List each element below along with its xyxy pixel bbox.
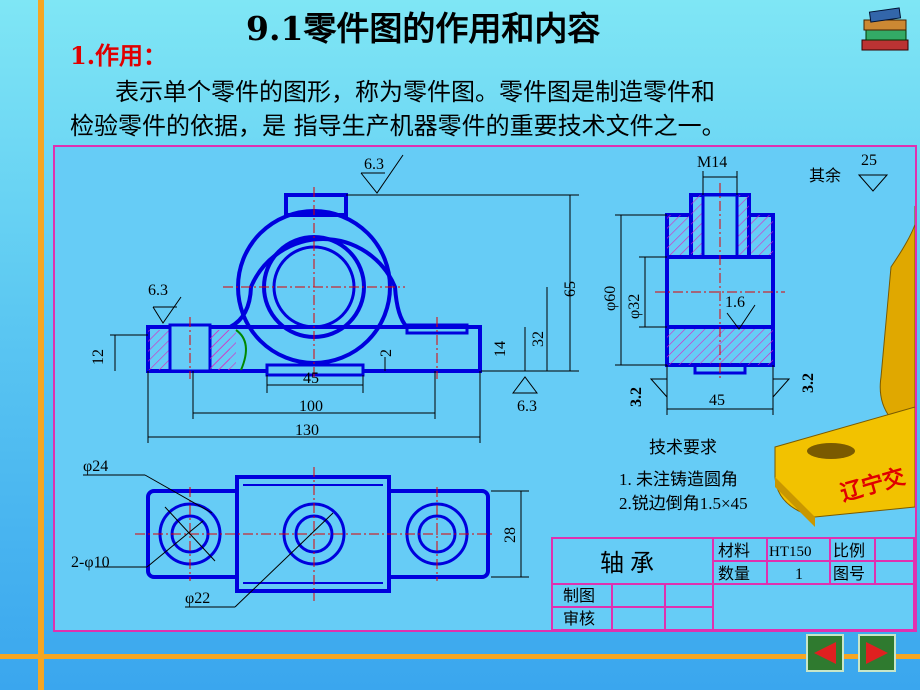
roughness-side-right-value: 3.2 (800, 373, 817, 393)
roughness-symbol-bottom (512, 376, 538, 394)
roughness-top-value: 6.3 (364, 156, 384, 173)
section-heading: 1.作用： (70, 41, 168, 70)
dim-phi32: φ32 (626, 294, 643, 319)
checked-by-label: 审核 (563, 610, 595, 628)
dim-phi22: φ22 (185, 590, 210, 607)
dim-45-side: 45 (709, 392, 725, 409)
roughness-symbol-others (857, 174, 889, 192)
dim-phi24: φ24 (83, 458, 108, 475)
prev-slide-button[interactable] (806, 634, 844, 672)
dim-100: 100 (299, 398, 323, 415)
roughness-others-value: 25 (861, 152, 877, 169)
roughness-side-left-value: 3.2 (628, 387, 645, 407)
qty-label: 数量 (718, 565, 750, 583)
dim-65: 65 (562, 281, 579, 297)
next-slide-button[interactable] (858, 634, 896, 672)
dim-phi60: φ60 (602, 286, 619, 311)
qty-value: 1 (795, 566, 803, 583)
dim-32: 32 (530, 331, 547, 347)
roughness-bore-value: 1.6 (725, 294, 745, 311)
front-view (146, 187, 482, 379)
roughness-left-value: 6.3 (148, 282, 168, 299)
part-name: 轴 承 (600, 550, 654, 577)
roughness-others-label: 其余 (809, 166, 841, 185)
engineering-drawing: 65 32 14 12 2 45 100 130 6.3 6.3 6.3 (71, 152, 918, 631)
dim-130: 130 (295, 422, 319, 439)
drawn-by-label: 制图 (563, 587, 595, 605)
tech-note-1: 1. 未注铸造圆角 (619, 470, 738, 489)
books-icon (861, 7, 909, 51)
front-dimensions (110, 194, 579, 443)
paragraph-line-2: 检验零件的依据，是 指导生产机器零件的重要技术文件之一。 (70, 112, 726, 140)
dim-holes: 2-φ10 (71, 554, 110, 571)
bearing-3d-model (774, 205, 918, 527)
left-arrow-icon (814, 642, 836, 664)
roughness-bottom-value: 6.3 (517, 398, 537, 415)
drawing-sheet: 65 32 14 12 2 45 100 130 6.3 6.3 6.3 (53, 145, 918, 632)
dim-12: 12 (90, 349, 107, 365)
dim-45-front: 45 (303, 370, 319, 387)
drawing-no-label: 图号 (833, 565, 865, 583)
top-dimensions (83, 474, 529, 608)
top-view (135, 467, 495, 601)
title-block (551, 537, 915, 631)
dim-14: 14 (492, 341, 509, 357)
roughness-symbol-top (360, 154, 404, 194)
horizontal-accent-stripe (0, 654, 920, 659)
right-arrow-icon (866, 642, 888, 664)
material-label: 材料 (718, 542, 750, 560)
dim-2: 2 (378, 349, 395, 357)
paragraph-line-1: 表示单个零件的图形，称为零件图。零件图是制造零件和 (115, 78, 715, 106)
dim-m14: M14 (697, 154, 727, 171)
side-dimensions (615, 171, 791, 415)
slide-title: 9.1零件图的作用和内容 (246, 9, 601, 48)
side-view (655, 183, 785, 379)
scale-label: 比例 (833, 542, 865, 560)
material-value: HT150 (769, 544, 812, 560)
tech-notes-heading: 技术要求 (649, 438, 717, 457)
vertical-accent-stripe (38, 0, 44, 690)
dim-28: 28 (502, 527, 519, 543)
roughness-symbol-left (152, 296, 182, 324)
tech-note-2: 2.锐边倒角1.5×45 (619, 494, 748, 513)
